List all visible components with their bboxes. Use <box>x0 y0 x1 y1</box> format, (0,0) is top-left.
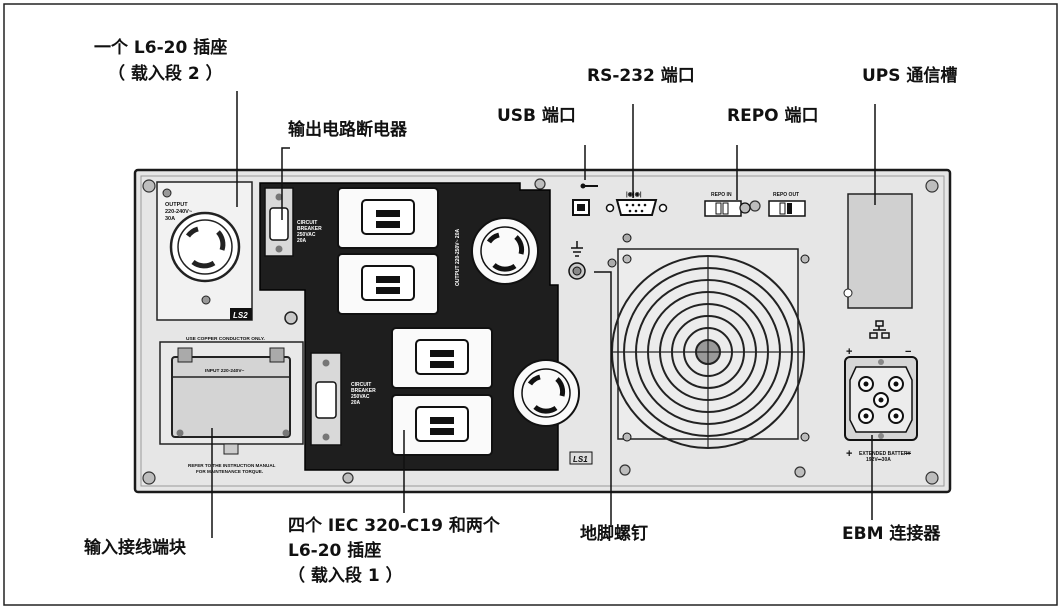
breaker-bottom-line-3: 250VAC <box>351 394 370 400</box>
output-label-line-1: OUTPUT <box>165 202 188 208</box>
output-label-line-3: 30A <box>165 216 175 222</box>
output-breaker-bottom <box>310 352 342 446</box>
callout-ebm-connector: EBM 连接器 <box>842 524 941 544</box>
breaker-top-line-3: 250VAC <box>297 232 316 238</box>
ebm-plus-bottom: + <box>846 448 852 460</box>
panel-labels: OUTPUT 220-240V~ 30A LS2 CIRCUIT BREAKER… <box>165 192 911 474</box>
usb-port <box>572 199 590 216</box>
ls2-outlet-plate <box>156 181 253 321</box>
network-icon <box>869 320 890 339</box>
leader-ground <box>594 271 612 525</box>
output-vertical-label: OUTPUT 220-250V~ 20A <box>455 229 461 286</box>
ebm-minus-top: − <box>905 346 911 358</box>
input-label: INPUT 220-240V~ <box>205 368 245 374</box>
iec-c19-outlet-3 <box>391 327 493 389</box>
input-terminal-block <box>159 341 304 455</box>
breaker-bottom-line-2: BREAKER <box>351 388 376 394</box>
iec-c19-outlet-2 <box>337 253 439 315</box>
repo-screw <box>739 202 751 214</box>
ls1-label: LS1 <box>573 455 588 464</box>
repo-out-port <box>768 200 806 217</box>
manual-notice-line-1: REFER TO THE INSTRUCTION MANUAL <box>188 463 276 468</box>
serial-pin-label: |◉|◉| <box>626 192 642 198</box>
ls2-label: LS2 <box>233 311 248 320</box>
iec-c19-outlets <box>337 187 493 456</box>
chassis-inner-edge <box>140 175 945 487</box>
ebm-connector <box>844 356 918 441</box>
copper-notice: USE COPPER CONDUCTOR ONLY. <box>186 336 265 342</box>
output-label-line-2: 220-240V~ <box>165 209 192 215</box>
l6-20-outlet-ls2 <box>169 211 241 283</box>
fan-screws <box>622 254 810 442</box>
ls1-tag-box <box>569 451 593 465</box>
leader-lines <box>211 91 876 538</box>
callout-iec-outlets-line-2: L6-20 插座 <box>288 541 382 561</box>
callout-ls2-outlet-line-2: （ 载入段 2 ） <box>108 64 223 84</box>
breaker-bottom-line-1: CIRCUIT <box>351 382 371 388</box>
callout-ups-comm-bay: UPS 通信槽 <box>862 66 958 86</box>
repo-in-label: REPO IN <box>711 192 732 198</box>
manual-notice-line-2: FOR MAINTENANCE TORQUE. <box>196 469 263 474</box>
callout-iec-outlets-line-1: 四个 IEC 320-C19 和两个 <box>288 516 500 536</box>
ebm-minus-bottom: − <box>905 448 911 460</box>
usb-icon <box>580 183 598 189</box>
callout-ls2-outlet-line-1: 一个 L6-20 插座 <box>94 38 228 58</box>
breaker-top-line-4: 20A <box>297 238 307 244</box>
callout-iec-outlets-line-3: （ 载入段 1 ） <box>288 566 403 586</box>
chassis-screws <box>142 178 939 485</box>
leader-breaker <box>281 147 290 220</box>
l6-20-outlets-ls1 <box>471 217 580 427</box>
cooling-fan <box>611 248 805 449</box>
ground-screw <box>568 241 586 280</box>
ebm-plus-top: + <box>846 346 852 358</box>
output-breaker-top <box>264 187 294 257</box>
iec-c19-outlet-1 <box>337 187 439 249</box>
ext-battery-line-1: EXTENDED BATTERY <box>859 451 911 457</box>
callout-rs232-port: RS-232 端口 <box>587 66 695 86</box>
repo-in-port <box>704 200 742 217</box>
ups-comm-bay-slot <box>843 193 913 309</box>
repo-out-label: REPO OUT <box>773 192 799 198</box>
callout-input-terminal-block: 输入接线端块 <box>84 538 186 558</box>
callout-output-breaker: 输出电路断电器 <box>288 120 407 140</box>
rs232-port <box>605 199 668 216</box>
port-area <box>568 183 806 280</box>
outer-frame <box>3 3 1058 606</box>
breaker-top-line-2: BREAKER <box>297 226 322 232</box>
breaker-bottom-line-4: 20A <box>351 400 361 406</box>
callout-usb-port: USB 端口 <box>497 106 576 126</box>
ext-battery-line-2: 192V⎓30A <box>866 457 891 463</box>
iec-c19-outlet-4 <box>391 394 493 456</box>
knob <box>284 311 298 325</box>
callout-repo-port: REPO 端口 <box>727 106 819 126</box>
callout-ground-screw: 地脚螺钉 <box>580 524 648 544</box>
breaker-top-line-1: CIRCUIT <box>297 220 317 226</box>
